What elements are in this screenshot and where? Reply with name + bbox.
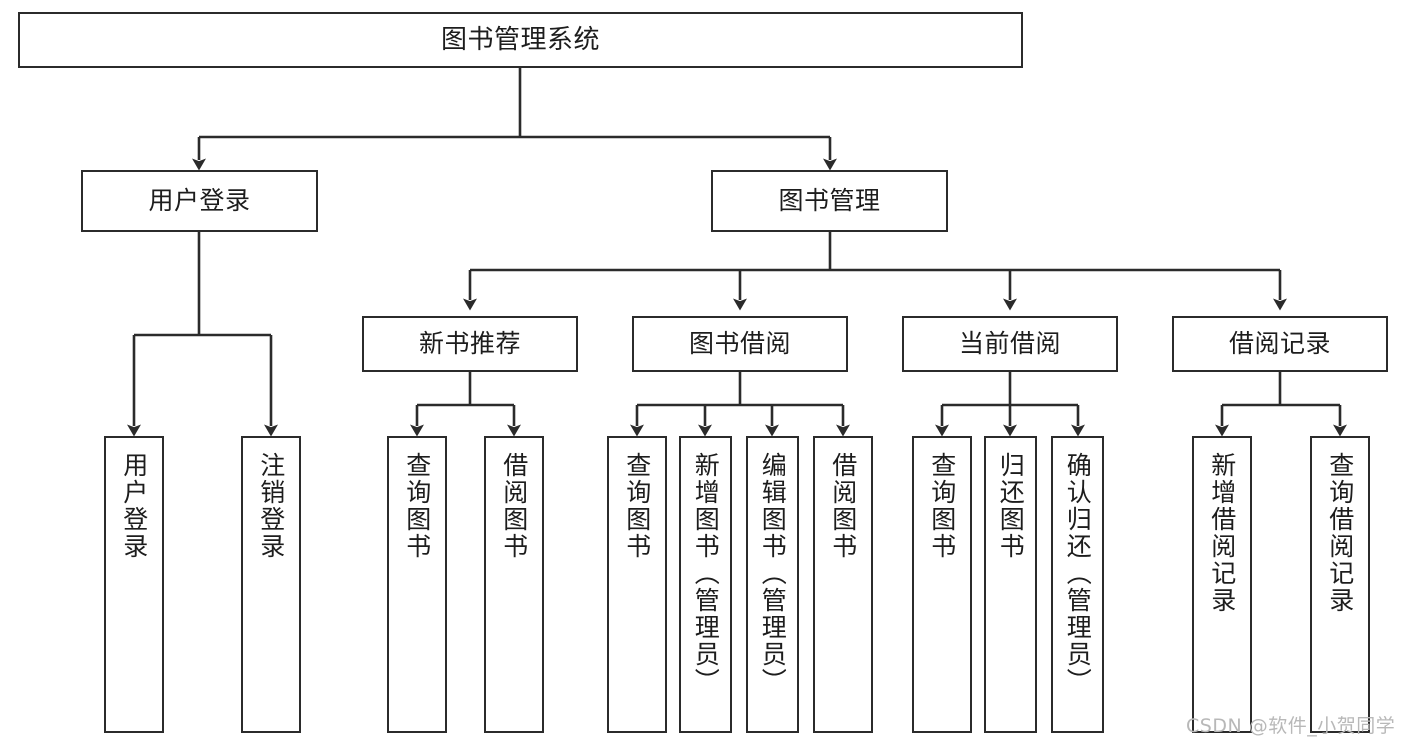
node-user-login-label: 用户登录 — [148, 186, 251, 216]
node-root-label: 图书管理系统 — [440, 24, 600, 55]
node-leaf-confirm-return-label: 确认归还（管理员） — [1063, 452, 1093, 695]
node-current-borrow[interactable]: 当前借阅 — [902, 316, 1118, 372]
node-user-login[interactable]: 用户登录 — [81, 170, 318, 232]
node-leaf-user-login[interactable]: 用户登录 — [104, 436, 164, 733]
node-borrow-record[interactable]: 借阅记录 — [1172, 316, 1388, 372]
node-leaf-query-record-label: 查询借阅记录 — [1325, 452, 1355, 614]
node-leaf-query-book-1-label: 查询图书 — [402, 452, 432, 560]
node-leaf-confirm-return[interactable]: 确认归还（管理员） — [1051, 436, 1104, 733]
node-leaf-borrow-book-2-label: 借阅图书 — [828, 452, 858, 560]
node-leaf-query-record[interactable]: 查询借阅记录 — [1310, 436, 1370, 733]
node-leaf-edit-book-label: 编辑图书（管理员） — [758, 452, 788, 695]
node-book-management-label: 图书管理 — [778, 186, 881, 216]
node-leaf-add-record-label: 新增借阅记录 — [1207, 452, 1237, 614]
node-current-borrow-label: 当前借阅 — [958, 329, 1061, 359]
node-leaf-edit-book[interactable]: 编辑图书（管理员） — [746, 436, 799, 733]
node-root[interactable]: 图书管理系统 — [18, 12, 1023, 68]
node-borrow-record-label: 借阅记录 — [1228, 329, 1331, 359]
node-new-book-recommend[interactable]: 新书推荐 — [362, 316, 578, 372]
node-leaf-borrow-book-1[interactable]: 借阅图书 — [484, 436, 544, 733]
node-leaf-add-record[interactable]: 新增借阅记录 — [1192, 436, 1252, 733]
csdn-watermark: CSDN @软件_小贺同学 — [1186, 715, 1396, 737]
node-leaf-user-login-label: 用户登录 — [119, 452, 149, 560]
node-leaf-borrow-book-2[interactable]: 借阅图书 — [813, 436, 873, 733]
node-leaf-query-book-3[interactable]: 查询图书 — [912, 436, 972, 733]
node-leaf-query-book-3-label: 查询图书 — [927, 452, 957, 560]
node-leaf-query-book-2[interactable]: 查询图书 — [607, 436, 667, 733]
node-leaf-return-book-label: 归还图书 — [996, 452, 1026, 560]
node-leaf-user-logout[interactable]: 注销登录 — [241, 436, 301, 733]
node-new-book-recommend-label: 新书推荐 — [418, 329, 521, 359]
node-leaf-return-book[interactable]: 归还图书 — [984, 436, 1037, 733]
node-leaf-add-book-label: 新增图书（管理员） — [691, 452, 721, 695]
node-book-management[interactable]: 图书管理 — [711, 170, 948, 232]
node-leaf-user-logout-label: 注销登录 — [256, 452, 286, 560]
node-leaf-borrow-book-1-label: 借阅图书 — [499, 452, 529, 560]
node-book-borrow-label: 图书借阅 — [688, 329, 791, 359]
node-leaf-add-book[interactable]: 新增图书（管理员） — [679, 436, 732, 733]
node-leaf-query-book-1[interactable]: 查询图书 — [387, 436, 447, 733]
node-leaf-query-book-2-label: 查询图书 — [622, 452, 652, 560]
node-book-borrow[interactable]: 图书借阅 — [632, 316, 848, 372]
